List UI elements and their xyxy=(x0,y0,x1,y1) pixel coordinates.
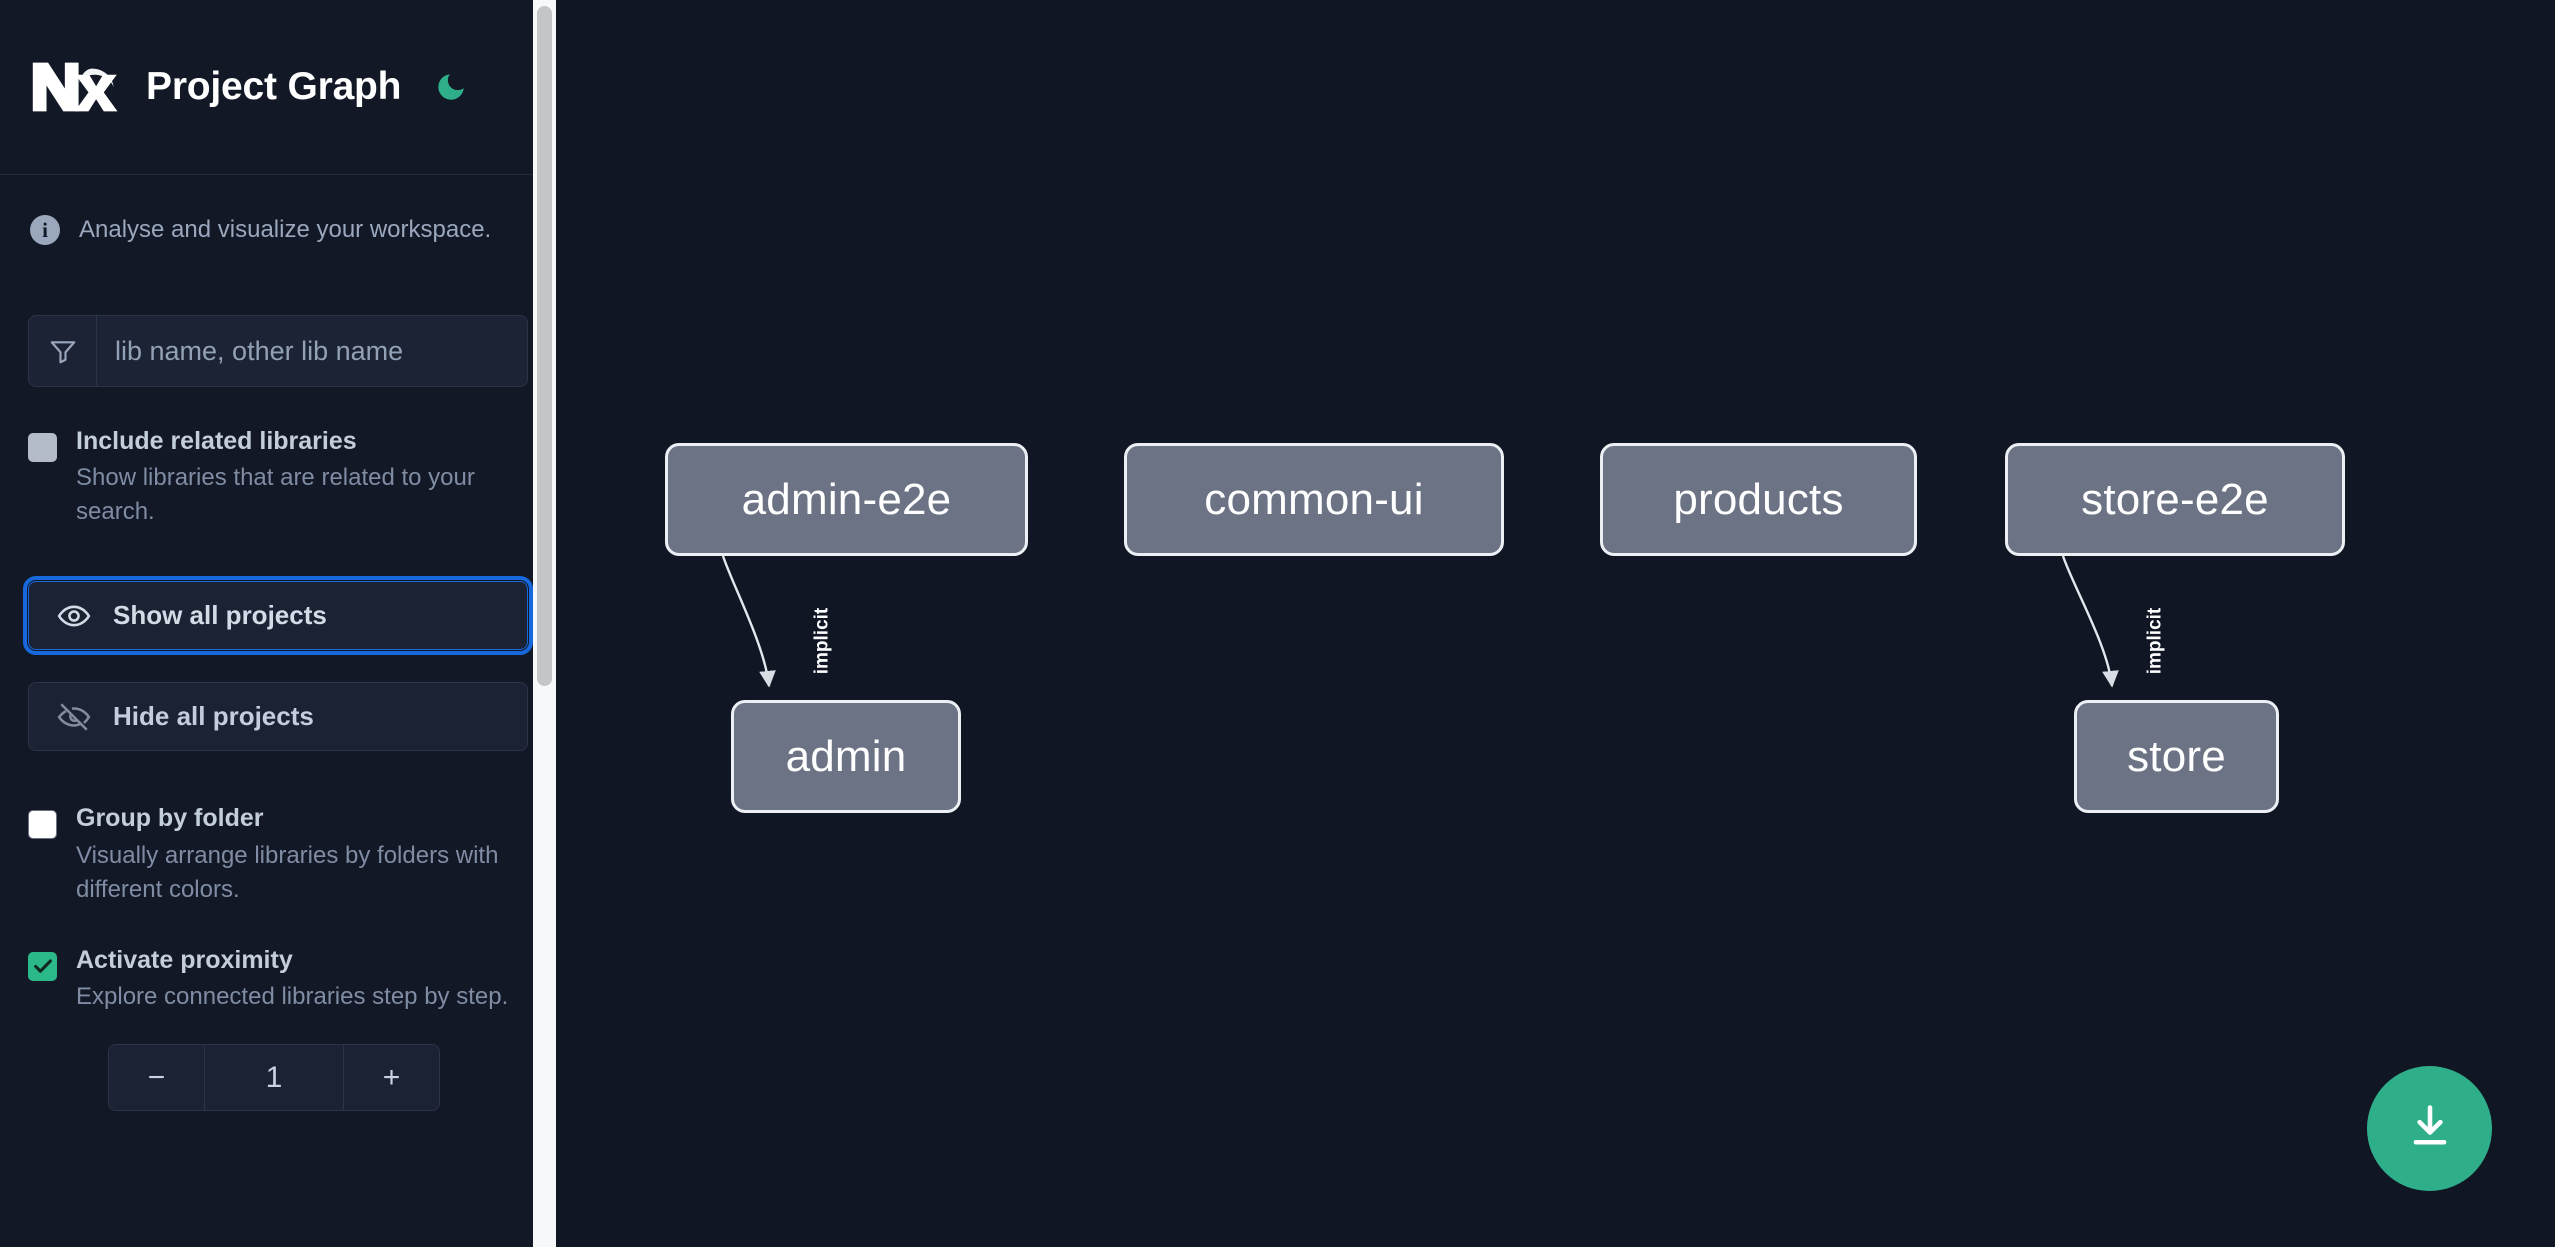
graph-node-products[interactable]: products xyxy=(1600,443,1917,556)
graph-edges xyxy=(721,555,2119,688)
graph-layer: admin-e2e common-ui products store-e2e admin… xyxy=(556,0,2555,1247)
graph-node-label: admin-e2e xyxy=(741,474,952,524)
sidebar: Project Graph i Analyse and visualize yo… xyxy=(0,0,556,1247)
proximity-decrement-button[interactable]: − xyxy=(109,1045,205,1111)
proximity-value: 1 xyxy=(265,1060,283,1094)
nx-logo xyxy=(28,58,120,116)
activate-proximity-label: Activate proximity xyxy=(76,945,293,974)
moon-icon[interactable] xyxy=(429,65,473,109)
download-icon xyxy=(2404,1100,2456,1157)
workspace-tagline: i Analyse and visualize your workspace. xyxy=(0,175,556,249)
option-activate-proximity[interactable]: Activate proximity Explore connected lib… xyxy=(0,945,556,1014)
option-include-related-libraries[interactable]: Include related libraries Show libraries… xyxy=(0,426,556,529)
sidebar-content: Project Graph i Analyse and visualize yo… xyxy=(0,0,556,1112)
graph-node-common-ui[interactable]: common-ui xyxy=(1124,443,1504,556)
graph-node-store[interactable]: store xyxy=(2074,700,2279,813)
graph-node-admin-e2e[interactable]: admin-e2e xyxy=(665,443,1028,556)
search-input[interactable] xyxy=(97,316,527,386)
group-by-folder-description: Visually arrange libraries by folders wi… xyxy=(76,841,499,903)
proximity-stepper[interactable]: − 1 + xyxy=(108,1044,440,1112)
group-by-folder-checkbox[interactable] xyxy=(28,810,57,840)
graph-node-label: common-ui xyxy=(1204,474,1424,524)
graph-node-admin[interactable]: admin xyxy=(731,700,961,813)
include-related-libraries-label: Include related libraries xyxy=(76,427,357,455)
graph-node-label: admin xyxy=(785,731,907,781)
activate-proximity-checkbox[interactable] xyxy=(28,951,57,981)
graph-edge-store-e2e-to-store xyxy=(2061,555,2119,688)
graph-edge-label: implicit xyxy=(2144,607,2166,675)
filter-funnel-icon xyxy=(29,316,97,386)
eye-off-icon xyxy=(55,698,93,736)
hide-all-projects-label: Hide all projects xyxy=(113,701,314,732)
include-related-libraries-checkbox[interactable] xyxy=(28,433,57,462)
sidebar-header: Project Graph xyxy=(0,0,556,175)
graph-canvas[interactable]: admin-e2e common-ui products store-e2e admin… xyxy=(556,0,2555,1247)
show-all-projects-button[interactable]: Show all projects xyxy=(23,576,533,656)
tagline-text: Analyse and visualize your workspace. xyxy=(79,216,492,243)
graph-node-label: store xyxy=(2127,731,2226,781)
download-graph-button[interactable] xyxy=(2367,1066,2492,1191)
info-icon: i xyxy=(30,215,60,245)
graph-node-label: store-e2e xyxy=(2081,474,2269,524)
sidebar-scrollbar-thumb[interactable] xyxy=(537,6,552,686)
graph-edge-admin-e2e-to-admin xyxy=(721,555,776,688)
search-field[interactable] xyxy=(28,315,528,387)
option-group-by-folder[interactable]: Group by folder Visually arrange librari… xyxy=(0,803,556,906)
hide-all-projects-button[interactable]: Hide all projects xyxy=(28,682,528,752)
activate-proximity-description: Explore connected libraries step by step… xyxy=(76,983,509,1011)
page-title: Project Graph xyxy=(146,65,402,108)
include-related-libraries-description: Show libraries that are related to your … xyxy=(76,464,475,526)
group-by-folder-label: Group by folder xyxy=(76,804,264,833)
graph-edge-label: implicit xyxy=(811,607,833,675)
graph-node-store-e2e[interactable]: store-e2e xyxy=(2005,443,2345,556)
graph-node-label: products xyxy=(1673,474,1844,524)
sidebar-scrollbar-track[interactable] xyxy=(533,0,556,1247)
eye-icon xyxy=(55,597,93,635)
show-all-projects-label: Show all projects xyxy=(113,600,327,631)
proximity-increment-button[interactable]: + xyxy=(343,1045,439,1111)
